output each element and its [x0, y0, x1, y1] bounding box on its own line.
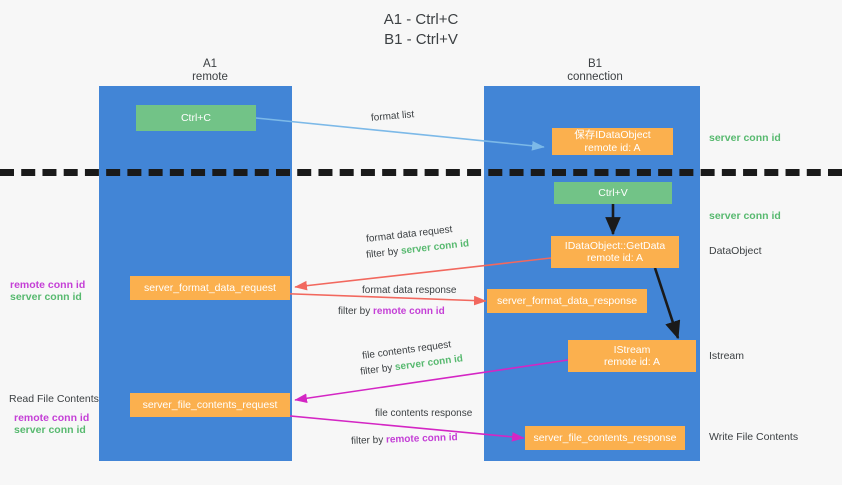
node-server-format-data-response[interactable]: server_format_data_response	[487, 289, 647, 313]
node-save-idataobject-label: 保存IDataObject	[574, 129, 651, 141]
left-label-read-file-contents: Read File Contents	[9, 393, 99, 405]
edge-getdata-to-istream	[653, 267, 681, 340]
node-ctrl-c[interactable]: Ctrl+C	[136, 105, 256, 131]
node-istream-remote-id: remote id: A	[603, 356, 661, 368]
left-label-server-conn-id-1: server conn id	[10, 291, 82, 303]
node-getdata-label: IDataObject::GetData	[564, 239, 666, 252]
edge-format-list	[255, 117, 545, 151]
node-ctrl-v[interactable]: Ctrl+V	[554, 182, 672, 204]
node-save-idataobject-remote-id: remote id: A	[584, 141, 641, 154]
node-ctrl-c-label: Ctrl+C	[180, 111, 212, 124]
node-server-file-contents-request[interactable]: server_file_contents_request	[130, 393, 290, 417]
column-header-a1-sub: remote	[192, 71, 228, 83]
left-label-remote-conn-id-1: remote conn id	[10, 279, 86, 291]
page-title: A1 - Ctrl+C B1 - Ctrl+V	[0, 10, 842, 50]
right-label-dataobject: DataObject	[709, 245, 762, 257]
filter-prefix-2: filter by	[338, 306, 374, 317]
node-server-format-data-response-label: server_format_data_response	[496, 294, 638, 307]
node-server-file-contents-request-label: server_file_contents_request	[142, 398, 278, 411]
node-server-format-data-request-label: server_format_data_request	[144, 281, 276, 294]
node-server-file-contents-response-label: server_file_contents_response	[533, 431, 677, 444]
node-ctrl-v-label: Ctrl+V	[598, 186, 628, 199]
right-label-server-conn-id-2: server conn id	[709, 210, 781, 222]
right-label-write-file-contents: Write File Contents	[709, 431, 799, 443]
left-label-remote-conn-id-2: remote conn id	[14, 412, 90, 424]
node-istream[interactable]: IStream remote id: A	[568, 340, 696, 372]
title-line-2: B1 - Ctrl+V	[384, 31, 458, 48]
node-save-idataobject[interactable]: 保存IDataObject remote id: A	[552, 128, 673, 155]
edge-file-contents-request	[294, 359, 569, 404]
phase-divider	[0, 169, 842, 176]
left-label-server-conn-id-2: server conn id	[14, 424, 86, 436]
filter-value-2: remote conn id	[373, 306, 445, 317]
column-header-b1-name: B1	[587, 58, 603, 70]
node-server-file-contents-response[interactable]: server_file_contents_response	[525, 426, 685, 450]
node-server-format-data-request[interactable]: server_format_data_request	[130, 276, 290, 300]
edge-format-data-request	[294, 257, 552, 291]
node-getdata-remote-id: remote id: A	[586, 252, 644, 264]
node-getdata[interactable]: IDataObject::GetData remote id: A	[551, 236, 679, 268]
column-header-a1: A1 remote	[140, 58, 280, 84]
edge-label-format-data-response-filter: filter by remote conn id	[338, 305, 445, 319]
edge-label-format-data-response: format data response	[362, 285, 457, 296]
column-header-a1-name: A1	[202, 58, 218, 70]
column-header-b1-sub: connection	[567, 71, 623, 83]
title-line-1: A1 - Ctrl+C	[383, 11, 459, 28]
right-label-istream: Istream	[709, 350, 745, 362]
edge-label-file-contents-response: file contents response	[375, 408, 473, 419]
node-istream-label: IStream	[613, 343, 651, 356]
column-header-b1: B1 connection	[525, 58, 665, 84]
right-label-server-conn-id-1: server conn id	[709, 132, 781, 144]
